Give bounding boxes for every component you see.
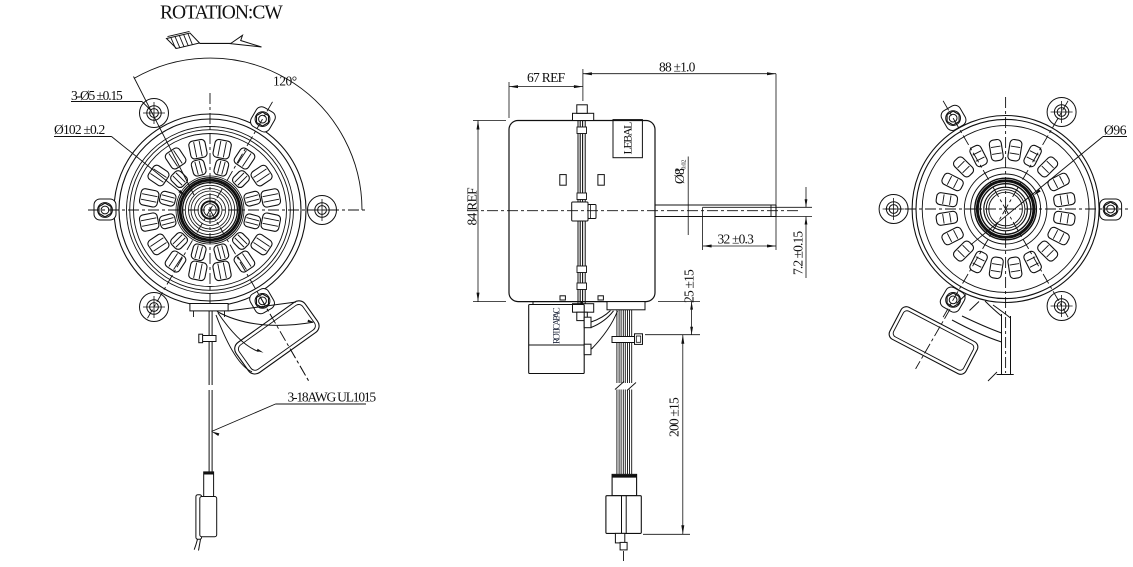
svg-text:88 ±1.0: 88 ±1.0 [659,60,696,75]
svg-text:3-Ø5 ±0.15: 3-Ø5 ±0.15 [71,88,123,103]
svg-text:Ø8: Ø8 [672,168,687,184]
svg-text:200 ±15: 200 ±15 [667,397,682,437]
svg-text:LEBAL: LEBAL [621,122,635,155]
svg-text:ROTICAPAC: ROTICAPAC [552,307,562,344]
svg-text:25 ±15: 25 ±15 [682,269,697,303]
svg-text:120°: 120° [273,74,297,89]
svg-text:84 REF: 84 REF [465,187,480,226]
svg-text:3-18AWG UL1015: 3-18AWG UL1015 [288,389,377,404]
svg-text:7.2 ±0.15: 7.2 ±0.15 [791,231,806,275]
svg-text:0: 0 [674,169,681,172]
svg-text:-0.02: -0.02 [681,160,688,172]
svg-text:67 REF: 67 REF [527,70,566,85]
svg-text:ROTATION:CW: ROTATION:CW [160,3,283,24]
svg-text:Ø96: Ø96 [1104,123,1127,138]
svg-text:Ø102 ±0.2: Ø102 ±0.2 [54,122,105,137]
svg-text:32 ±0.3: 32 ±0.3 [718,232,755,247]
